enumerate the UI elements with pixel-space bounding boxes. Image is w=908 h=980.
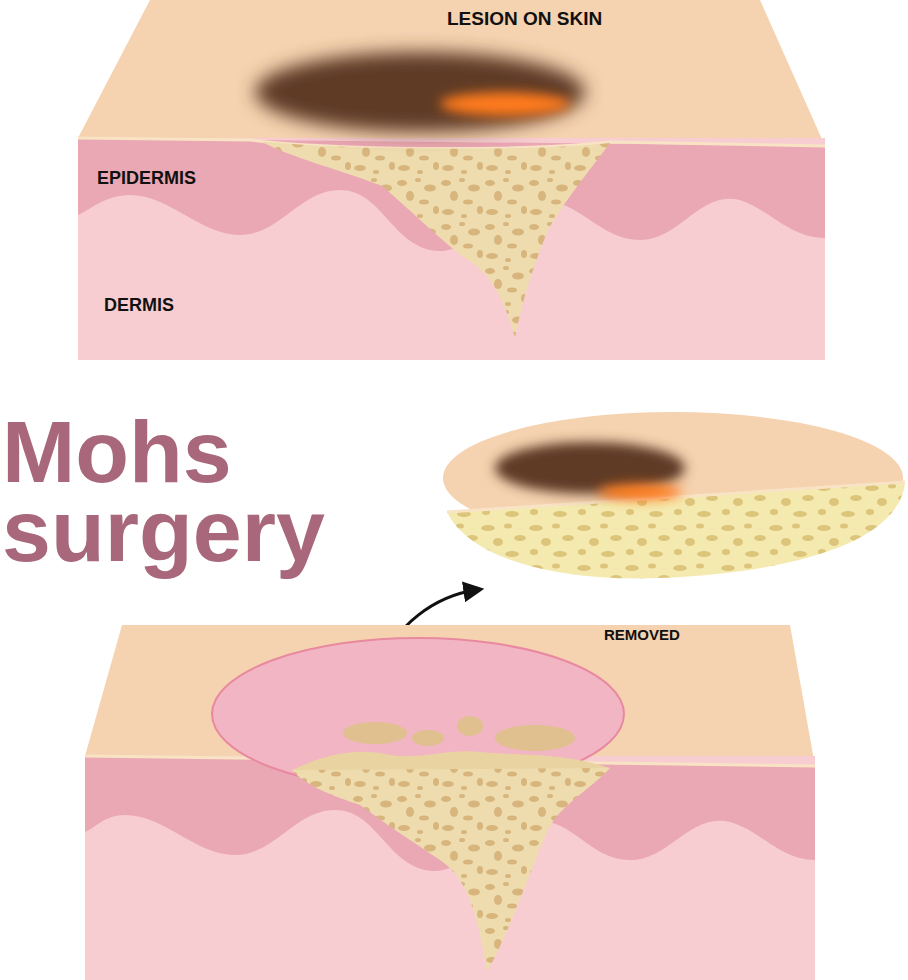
layer-label: EPIDERMIS xyxy=(97,168,196,189)
skin-edge xyxy=(78,138,825,149)
lesion-pigment xyxy=(255,52,585,132)
residual-patch xyxy=(412,730,444,746)
skin-block-before xyxy=(78,0,825,360)
removed-inflammation xyxy=(598,484,682,500)
dermis-layer xyxy=(85,756,815,980)
page-title: Mohs surgery xyxy=(2,412,347,570)
residual-patch xyxy=(343,722,407,744)
skin-surface xyxy=(78,0,825,146)
removed-label: REMOVED xyxy=(604,626,680,643)
residual-tumor xyxy=(292,760,610,972)
layer-label: DERMIS xyxy=(104,295,174,316)
lesion-inflammation xyxy=(440,92,570,116)
residual-patch xyxy=(495,725,575,751)
removed-lesion-base xyxy=(447,482,905,578)
skin-block-after xyxy=(85,625,815,980)
residual-patch xyxy=(457,716,483,736)
removed-tissue xyxy=(443,412,905,578)
lesion-label: LESION ON SKIN xyxy=(447,8,602,30)
lesion-tissue xyxy=(260,141,610,338)
removed-edge xyxy=(447,482,905,512)
surgical-wound xyxy=(212,638,624,790)
dermis-layer xyxy=(78,138,825,360)
residual-tumor-edge xyxy=(292,751,610,770)
